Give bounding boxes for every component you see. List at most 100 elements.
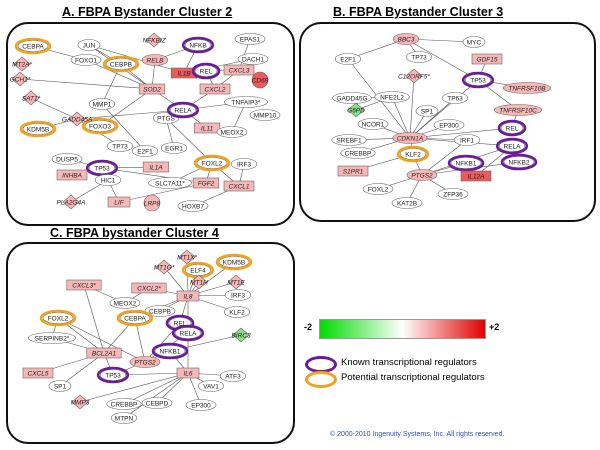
svg-text:BBC3: BBC3 [398,37,415,44]
gene-node-dusp5: DUSP5 [51,153,83,165]
svg-text:TP53: TP53 [105,373,121,380]
gene-node-slc7a11: SLC7A11* [148,177,192,189]
svg-text:MT1G*: MT1G* [154,265,175,272]
svg-text:BCL2A1: BCL2A1 [92,351,117,358]
svg-text:RELA: RELA [504,144,522,151]
svg-text:TP53: TP53 [470,78,486,85]
svg-text:ELF4: ELF4 [190,268,206,275]
network-edge [409,79,479,139]
svg-text:CEBPB: CEBPB [110,62,132,69]
gene-node-gadd45a: GADD45A [62,111,92,127]
svg-text:NFKBIZ: NFKBIZ [142,38,166,45]
svg-text:IRF3: IRF3 [237,162,251,169]
svg-text:PTGS: PTGS [157,116,175,123]
gene-node-sod2: SOD2 [138,83,166,95]
gene-node-nfkb1: NFKB1 [151,342,189,360]
gene-node-c12orf5: C12ORF5* [398,68,430,84]
gene-node-gch1: GCH1* [10,71,31,87]
svg-text:GCH1*: GCH1* [10,77,31,84]
gene-node-cxcl3: CXCL3 [223,64,255,76]
svg-text:TP73: TP73 [411,55,427,62]
svg-text:EP300: EP300 [191,403,211,410]
gene-node-rel: REL [497,119,527,137]
gene-node-cebpa: CEBPA [116,309,154,327]
network-edge [57,317,146,363]
gene-node-klf2: KLF2 [223,306,251,318]
svg-text:SLC7A11*: SLC7A11* [155,181,185,188]
gene-node-kat2b: KAT2B [391,197,423,209]
svg-text:TNFRSF10C: TNFRSF10C [499,108,537,115]
gene-node-cebpb: CEBPB [102,55,140,73]
svg-text:EPAS1: EPAS1 [240,37,261,44]
gene-node-foxo3: FOXO3 [81,117,119,135]
network-edge [123,372,189,419]
scale-max-label: +2 [489,322,500,332]
svg-text:MMP10: MMP10 [254,113,277,120]
gene-node-atf3: ATF3 [219,370,247,382]
svg-text:IL11: IL11 [201,126,214,133]
gene-node-cxcl3: CXCL3* [66,279,102,291]
network-edge [405,38,479,81]
gene-node-tnfrsf10b: TNFRSF10B [502,82,552,94]
gene-node-tnfrsf10c: TNFRSF10C [493,104,543,116]
gene-node-tp63: TP63 [441,92,469,104]
gene-node-srebf1: SREBF1 [331,134,367,146]
svg-text:IL1B: IL1B [177,71,191,78]
gene-node-egr1: EGR1 [160,142,188,154]
gene-node-mmp3: MMP3 [71,394,90,410]
svg-text:PTGS2: PTGS2 [134,360,156,367]
svg-text:ATF3: ATF3 [225,374,241,381]
svg-text:MT2A*: MT2A* [12,62,32,69]
gene-node-cebpa: CEBPA [14,37,52,55]
copyright-notice: © 2000-2010 Ingenuity Systems, Inc. All … [330,431,505,438]
svg-text:EGR1: EGR1 [165,146,183,153]
svg-text:ZFP36: ZFP36 [443,192,463,199]
gene-node-sp1: SP1 [48,380,72,392]
svg-text:CEBPD: CEBPD [146,401,169,408]
svg-text:NFKB2: NFKB2 [509,160,530,167]
svg-text:TP63: TP63 [447,96,463,103]
svg-text:TNFAIP3*: TNFAIP3* [232,100,261,107]
svg-text:IRF3: IRF3 [231,293,245,300]
gene-node-rel: REL [191,62,221,80]
svg-text:SP1: SP1 [421,109,434,116]
gene-node-bcl2a1: BCL2A1 [86,347,122,359]
panel-c-title: C. FBPA bystander Cluster 4 [50,226,219,240]
expression-color-scale [319,319,486,339]
svg-text:S1PR1: S1PR1 [343,169,364,176]
network-edge [83,284,105,354]
svg-text:SERPINB2*: SERPINB2* [35,336,70,343]
gene-node-cxcl5: CXCL5 [22,367,54,379]
gene-node-irf3: IRF3 [224,289,252,301]
gene-node-elf4: ELF4 [181,261,215,279]
gene-node-kdm5b: KDM5B [19,120,57,138]
gene-node-hoxb7: HOXB7 [177,200,209,212]
gene-node-lif: LIF [107,196,131,208]
svg-text:CXCL3: CXCL3 [229,68,250,75]
svg-text:HOXB7: HOXB7 [182,204,204,211]
svg-text:IL1A: IL1A [149,165,162,172]
panel-c-frame [6,242,295,444]
svg-text:BIRC3: BIRC3 [231,333,251,340]
gene-node-tp53: TP53 [461,71,495,89]
svg-text:MYC: MYC [467,40,482,47]
gene-node-nfkb1: NFKB1 [447,154,485,172]
gene-node-crebbp: CREBBP [106,398,142,410]
gene-node-nfkb2: NFKB2 [500,153,538,171]
gene-node-il1a: IL1A [142,161,170,173]
network-edge [421,139,468,176]
svg-text:CEBPA: CEBPA [124,316,146,323]
gene-node-irf1: IRF1 [453,134,481,146]
panel-a-title: A. FBPA Bystander Cluster 2 [62,5,233,19]
svg-text:MT1H: MT1H [190,280,208,287]
gene-node-foxl2: FOXL2 [39,309,77,327]
gene-node-inhba: INHBA [56,169,88,181]
svg-text:CXCL2: CXCL2 [205,87,226,94]
gene-node-rela: RELA [495,137,529,155]
gene-node-nfkb: NFKB [181,36,215,54]
svg-text:KDM5B: KDM5B [223,260,245,267]
svg-text:FOXO3: FOXO3 [89,124,111,131]
svg-text:FGF2: FGF2 [198,181,215,188]
svg-text:GADD45G: GADD45G [336,96,367,103]
svg-text:NFE2L2: NFE2L2 [380,95,404,102]
